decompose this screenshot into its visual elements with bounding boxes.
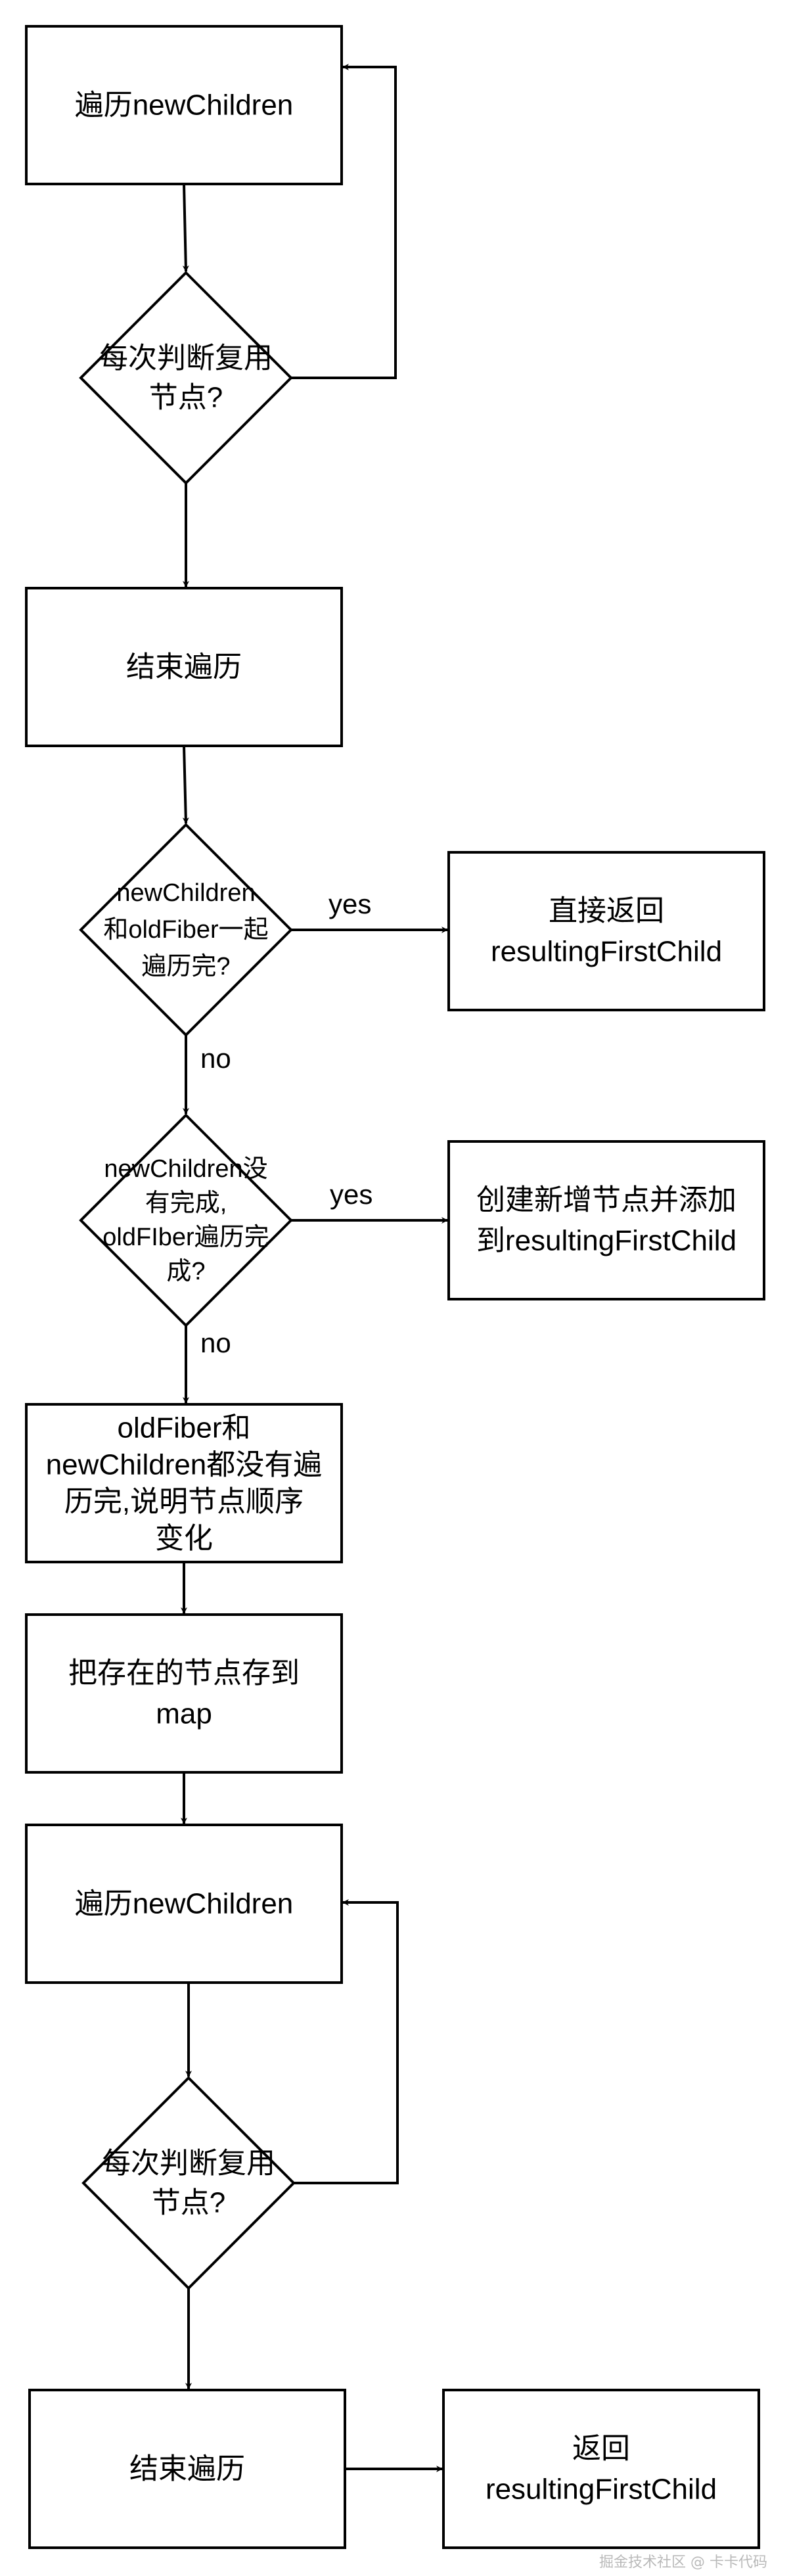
node-label-line: 遍历newChildren bbox=[75, 89, 294, 122]
node-label-line: 遍历完? bbox=[141, 953, 230, 980]
edge-label-yes-2: yes bbox=[330, 1179, 373, 1210]
edge-loop1-end-to-both-done bbox=[182, 745, 189, 824]
store-map-node: 把存在的节点存到 map bbox=[25, 1613, 343, 1774]
node-label-line: oldFiber和 bbox=[118, 1412, 251, 1444]
node-label-line: map bbox=[156, 1698, 212, 1730]
loop2-end-node: 结束遍历 bbox=[28, 2389, 346, 2549]
node-label-line: 直接返回 bbox=[549, 895, 664, 927]
node-label-line: 成? bbox=[166, 1258, 205, 1285]
edge-label-no-2: no bbox=[200, 1327, 231, 1358]
process-box bbox=[442, 2389, 760, 2549]
loop1-start-node: 遍历newChildren bbox=[25, 25, 343, 185]
process-box bbox=[447, 1140, 765, 1300]
watermark: 掘金技术社区 @ 卡卡代码 bbox=[599, 2554, 767, 2571]
node-label-line: 节点? bbox=[149, 382, 223, 414]
node-label-line: 每次判断复用 bbox=[99, 342, 273, 375]
decision-diamond bbox=[79, 271, 293, 485]
process-box bbox=[25, 1613, 343, 1774]
process-box bbox=[25, 1403, 343, 1563]
edge-loop1-start-to-decision bbox=[182, 183, 189, 272]
edge-loop2-decision-loopback bbox=[294, 1899, 399, 2184]
node-label-line: 和oldFiber一起 bbox=[103, 916, 268, 944]
node-label-line: 结束遍历 bbox=[126, 651, 242, 683]
node-label-line: newChildren没 bbox=[104, 1155, 267, 1183]
node-label-line: 历完,说明节点顺序 bbox=[64, 1486, 304, 1518]
loop2-start-node: 遍历newChildren bbox=[25, 1824, 343, 1984]
decision-diamond bbox=[79, 823, 293, 1037]
node-label-line: 创建新增节点并添加 bbox=[476, 1184, 736, 1216]
node-label-line: 结束遍历 bbox=[129, 2453, 245, 2485]
edges-layer bbox=[181, 64, 448, 2472]
edge-label-yes-1: yes bbox=[328, 888, 371, 919]
node-label-line: 每次判断复用 bbox=[102, 2148, 275, 2180]
loop1-end-node: 结束遍历 bbox=[25, 587, 343, 747]
node-label-line: oldFIber遍历完 bbox=[102, 1224, 269, 1251]
node-label-line: 把存在的节点存到 bbox=[68, 1657, 300, 1690]
node-label-line: resultingFirstChild bbox=[491, 936, 722, 968]
return-first-child-1-node: 直接返回 resultingFirstChild bbox=[447, 851, 765, 1011]
process-box bbox=[447, 851, 765, 1011]
process-box bbox=[28, 2389, 346, 2549]
edge-labels-layer: yes no yes no bbox=[200, 888, 373, 1358]
node-label-line: newChildren bbox=[116, 879, 255, 907]
node-label-line: 返回 bbox=[572, 2433, 630, 2465]
process-box bbox=[25, 1824, 343, 1984]
node-label-line: 到resultingFirstChild bbox=[476, 1225, 736, 1257]
decision-diamond bbox=[79, 1113, 293, 1327]
node-label-line: 有完成, bbox=[145, 1189, 227, 1217]
process-box bbox=[25, 587, 343, 747]
node-label-line: newChildren都没有遍 bbox=[46, 1449, 323, 1481]
node-label-line: resultingFirstChild bbox=[486, 2473, 717, 2506]
decision-diamond bbox=[81, 2076, 296, 2290]
node-label-line: 变化 bbox=[155, 1523, 213, 1555]
process-box bbox=[25, 25, 343, 185]
return-first-child-2-node: 返回 resultingFirstChild bbox=[442, 2389, 760, 2549]
node-label-line: 遍历newChildren bbox=[75, 1888, 294, 1920]
edge-loop1-decision-loopback bbox=[291, 64, 397, 379]
node-label-line: 节点? bbox=[152, 2187, 225, 2219]
edge-label-no-1: no bbox=[200, 1043, 231, 1074]
